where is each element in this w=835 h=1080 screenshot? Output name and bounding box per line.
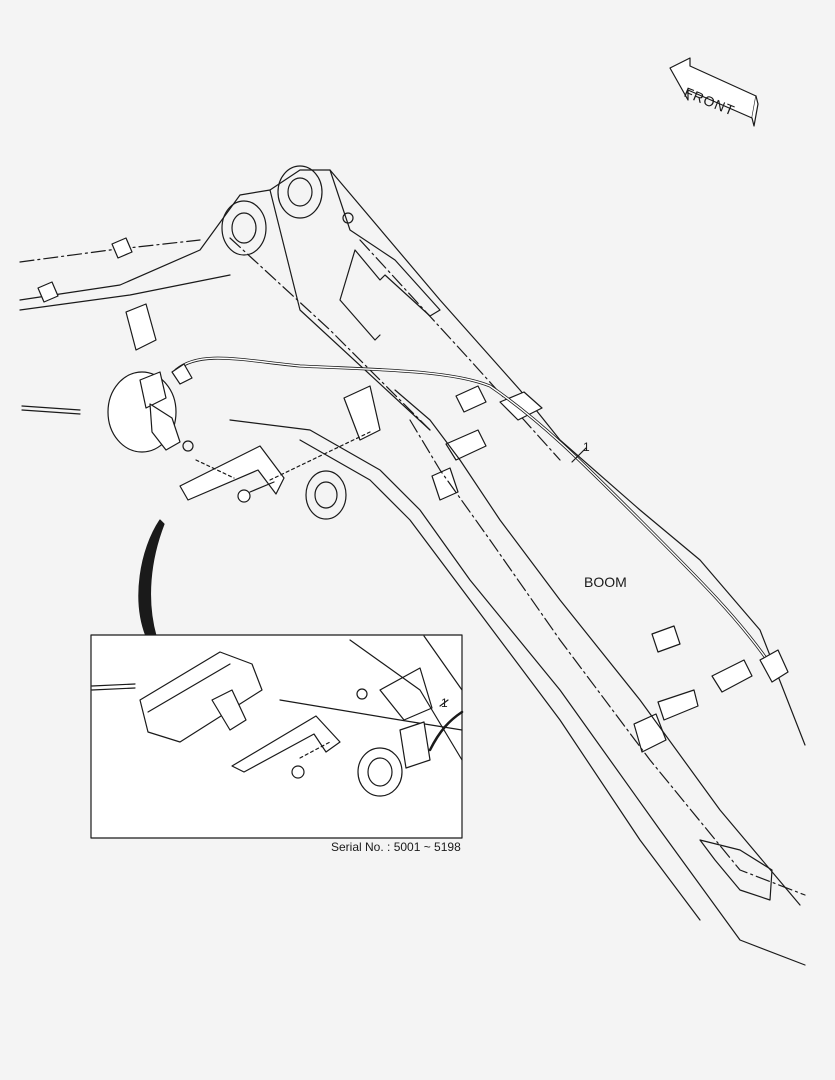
wire-harness [171,356,789,683]
inset-part-number-label: 1 [441,696,448,710]
part-number-label: 1 [583,440,590,454]
boom-label: BOOM [584,574,627,590]
front-arrow-icon [669,57,759,127]
lamp-bracket [179,385,381,501]
callout-pointer [138,519,165,637]
work-lamp [107,371,194,453]
serial-number-label: Serial No. : 5001 ~ 5198 [331,840,461,854]
lower-boom-body [21,389,806,966]
cushion-block [37,237,753,753]
top-boom-arm [19,165,806,746]
inset-detail-view [90,634,464,839]
bolt-icon [237,481,275,503]
